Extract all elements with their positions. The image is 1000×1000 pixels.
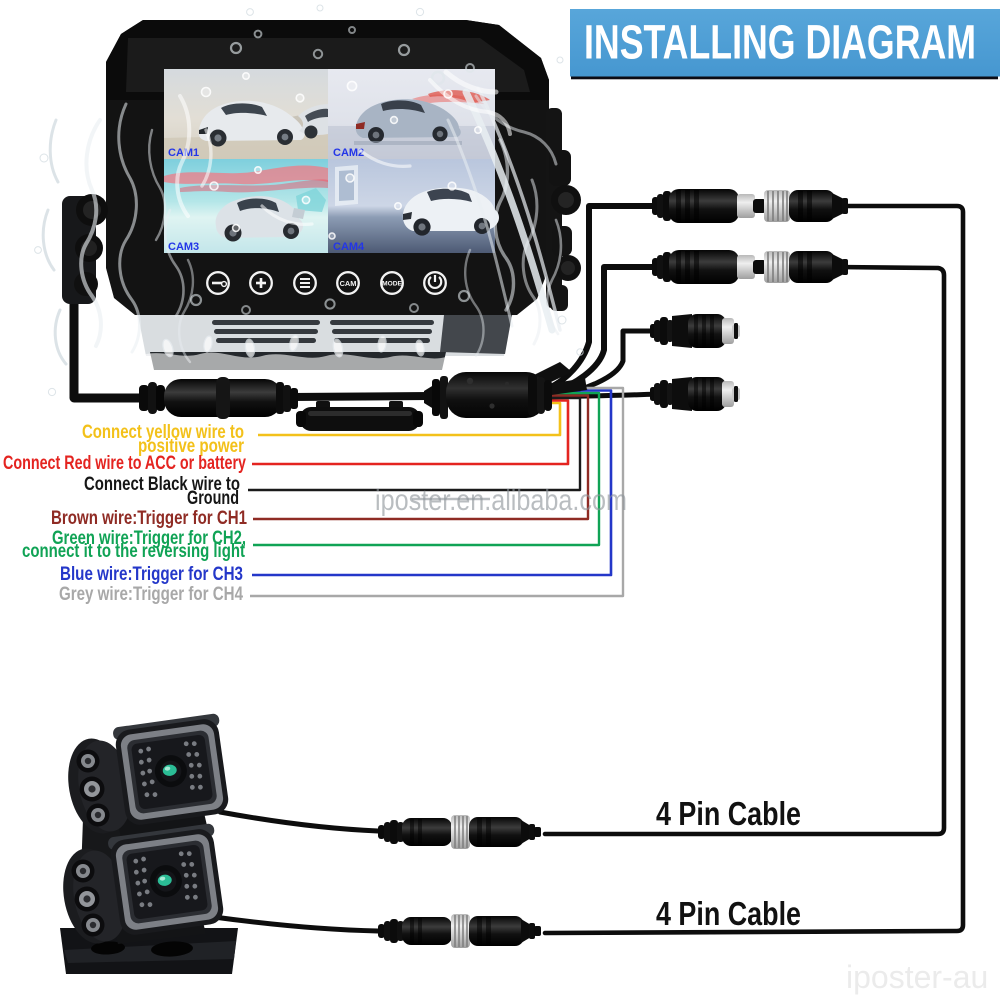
svg-text:Grey wire:Trigger for CH4: Grey wire:Trigger for CH4 <box>59 584 243 605</box>
svg-text:CAM3: CAM3 <box>168 241 199 253</box>
svg-text:4 Pin Cable: 4 Pin Cable <box>656 795 801 832</box>
svg-text:connect it to the reversing li: connect it to the reversing light <box>22 541 246 562</box>
svg-text:4 Pin Cable: 4 Pin Cable <box>656 895 801 932</box>
svg-text:Blue wire:Trigger for CH3: Blue wire:Trigger for CH3 <box>60 564 243 585</box>
svg-text:Connect Red wire to ACC or bat: Connect Red wire to ACC or battery <box>3 453 246 474</box>
svg-text:Brown wire:Trigger for CH1: Brown wire:Trigger for CH1 <box>51 508 247 529</box>
svg-text:Green wire:Trigger for CH2,: Green wire:Trigger for CH2, <box>52 528 246 549</box>
svg-text:iposter.en.alibaba.com: iposter.en.alibaba.com <box>375 484 627 517</box>
svg-text:MODE: MODE <box>382 281 402 288</box>
svg-text:CAM2: CAM2 <box>333 147 364 159</box>
svg-text:INSTALLING DIAGRAM: INSTALLING DIAGRAM <box>584 17 976 70</box>
svg-text:Ground: Ground <box>187 488 239 509</box>
svg-text:CAM1: CAM1 <box>168 147 199 159</box>
svg-text:iposter-au: iposter-au <box>846 959 988 995</box>
svg-text:CAM: CAM <box>340 279 357 288</box>
svg-text:Connect yellow wire to: Connect yellow wire to <box>82 422 244 443</box>
svg-text:Connect Black wire to: Connect Black wire to <box>84 474 240 495</box>
svg-text:CAM4: CAM4 <box>333 241 365 253</box>
svg-text:positive power: positive power <box>138 436 244 457</box>
